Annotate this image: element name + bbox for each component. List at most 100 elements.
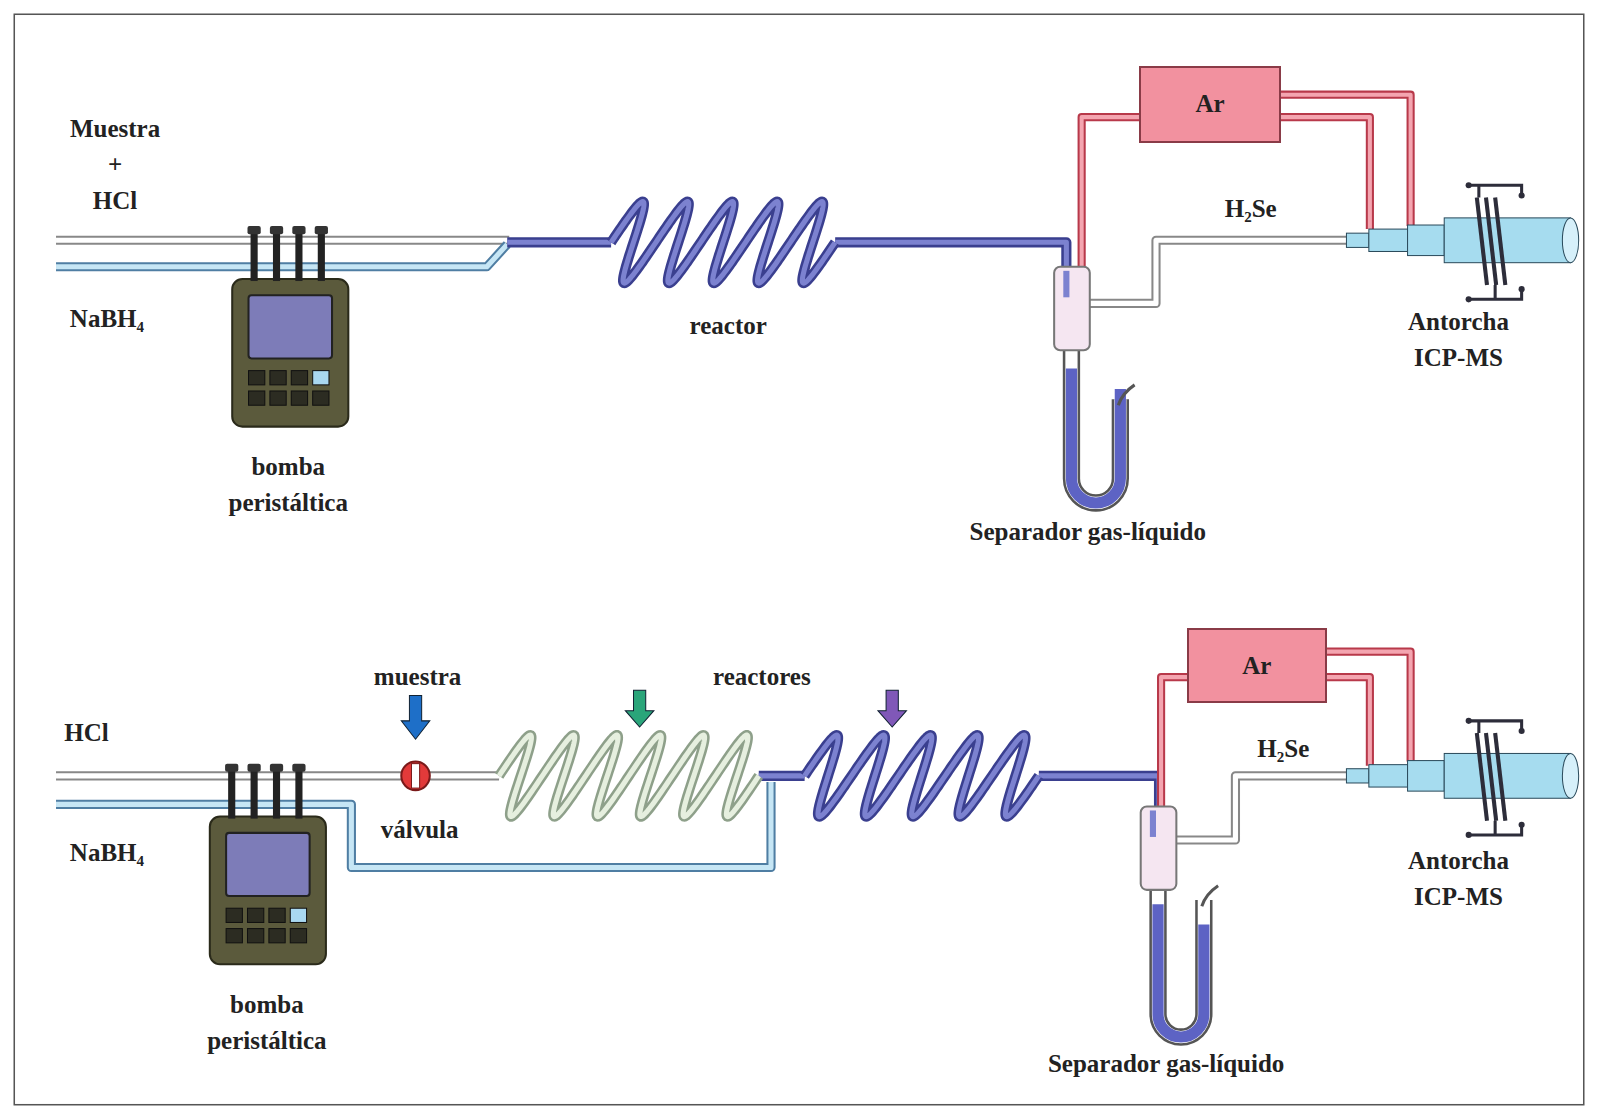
part-label: reactor <box>690 308 767 344</box>
pump-roller <box>315 226 328 234</box>
pump-screen <box>249 295 333 358</box>
part-label: Antorcha ICP-MS <box>1382 843 1535 916</box>
pump-roller <box>270 764 283 772</box>
tube <box>56 238 509 243</box>
coil <box>499 735 759 816</box>
pump-button <box>249 371 265 385</box>
separator-body <box>1054 267 1090 350</box>
rf-lead <box>1469 185 1522 299</box>
pump-body <box>210 817 326 965</box>
gas-liquid-separator <box>1054 267 1134 503</box>
torch-part <box>1369 765 1408 787</box>
pump-roller <box>225 764 238 772</box>
pump-button <box>313 391 329 405</box>
reagent-label: NaBH₄ <box>70 835 144 871</box>
rf-terminal <box>1519 286 1525 292</box>
torch-part <box>1562 218 1578 263</box>
pump-roller <box>273 766 280 819</box>
pump-roller <box>295 228 302 281</box>
rf-terminal <box>1466 718 1472 724</box>
u-tube <box>1158 888 1204 1037</box>
pump-roller <box>251 766 258 819</box>
rf-lead <box>1469 721 1522 835</box>
coil <box>499 735 759 816</box>
pump-roller <box>318 228 325 281</box>
gas-supply-box: Ar <box>1187 628 1328 702</box>
reactor-arrow <box>878 690 907 727</box>
inlet <box>1150 810 1156 836</box>
drain-hook <box>1118 385 1134 405</box>
u-tube <box>1071 348 1120 503</box>
tube <box>56 244 507 266</box>
part-label: bomba peristáltica <box>202 449 375 522</box>
pump-button <box>226 929 242 943</box>
peristaltic-pump <box>210 764 326 965</box>
pump-button <box>247 929 263 943</box>
liquid <box>1071 369 1120 503</box>
tube <box>1176 776 1346 840</box>
torch-part <box>1346 233 1368 247</box>
species-label: H₂Se <box>1225 191 1277 227</box>
pump-roller <box>270 226 283 234</box>
pump-button <box>226 908 242 922</box>
rf-terminal <box>1466 832 1472 838</box>
pump-roller <box>228 766 235 819</box>
pump-roller <box>273 228 280 281</box>
pump-button <box>247 908 263 922</box>
pump-button <box>313 371 329 385</box>
frame <box>14 14 1584 1104</box>
tube <box>56 244 507 266</box>
tubing <box>56 95 1411 868</box>
torch-part <box>1408 761 1445 792</box>
pump-button <box>269 908 285 922</box>
rf-terminal <box>1466 182 1472 188</box>
torch-part <box>1408 225 1445 256</box>
icp-torch <box>1346 718 1578 838</box>
pump-button <box>291 391 307 405</box>
pump-button <box>270 391 286 405</box>
torch-part <box>1562 753 1578 798</box>
input-label: muestra <box>374 659 461 695</box>
reactor-coils <box>499 202 1039 817</box>
devices <box>210 182 1579 1037</box>
pump-button <box>270 371 286 385</box>
pump-roller <box>292 226 305 234</box>
tube <box>56 236 509 245</box>
pump-roller <box>247 764 260 772</box>
pump-button <box>291 371 307 385</box>
tube <box>1176 776 1346 840</box>
gas-liquid-separator <box>1141 806 1218 1037</box>
valve-symbol <box>401 762 430 791</box>
part-label: válvula <box>381 812 459 848</box>
rf-terminal <box>1519 728 1525 734</box>
pump-button <box>249 391 265 405</box>
rf-terminal <box>1519 192 1525 198</box>
torch-part <box>1444 753 1570 798</box>
coil <box>805 735 1039 816</box>
coil <box>611 202 835 283</box>
pump-roller <box>295 766 302 819</box>
pump-screen <box>226 833 310 896</box>
liquid <box>1158 904 1204 1037</box>
part-label: reactores <box>713 659 811 695</box>
injection-arrow <box>401 695 430 739</box>
pump-button <box>290 929 306 943</box>
part-label: bomba peristáltica <box>180 986 353 1059</box>
part-label: Separador gas-líquido <box>970 514 1206 550</box>
torch-part <box>1346 769 1368 783</box>
valve-symbol <box>411 764 419 788</box>
node-label: Ar <box>1195 90 1224 118</box>
input-label: Muestra + HCl <box>59 111 171 220</box>
u-tube <box>1071 348 1120 503</box>
torch-part <box>1369 229 1408 251</box>
gas-supply-box: Ar <box>1139 66 1282 142</box>
pump-roller <box>251 228 258 281</box>
rf-coil <box>1495 733 1505 821</box>
pump-body <box>232 279 348 427</box>
u-tube <box>1158 888 1204 1037</box>
tube <box>1090 240 1347 303</box>
part-label: Antorcha ICP-MS <box>1382 304 1535 377</box>
reagent-label: HCl <box>64 715 108 751</box>
